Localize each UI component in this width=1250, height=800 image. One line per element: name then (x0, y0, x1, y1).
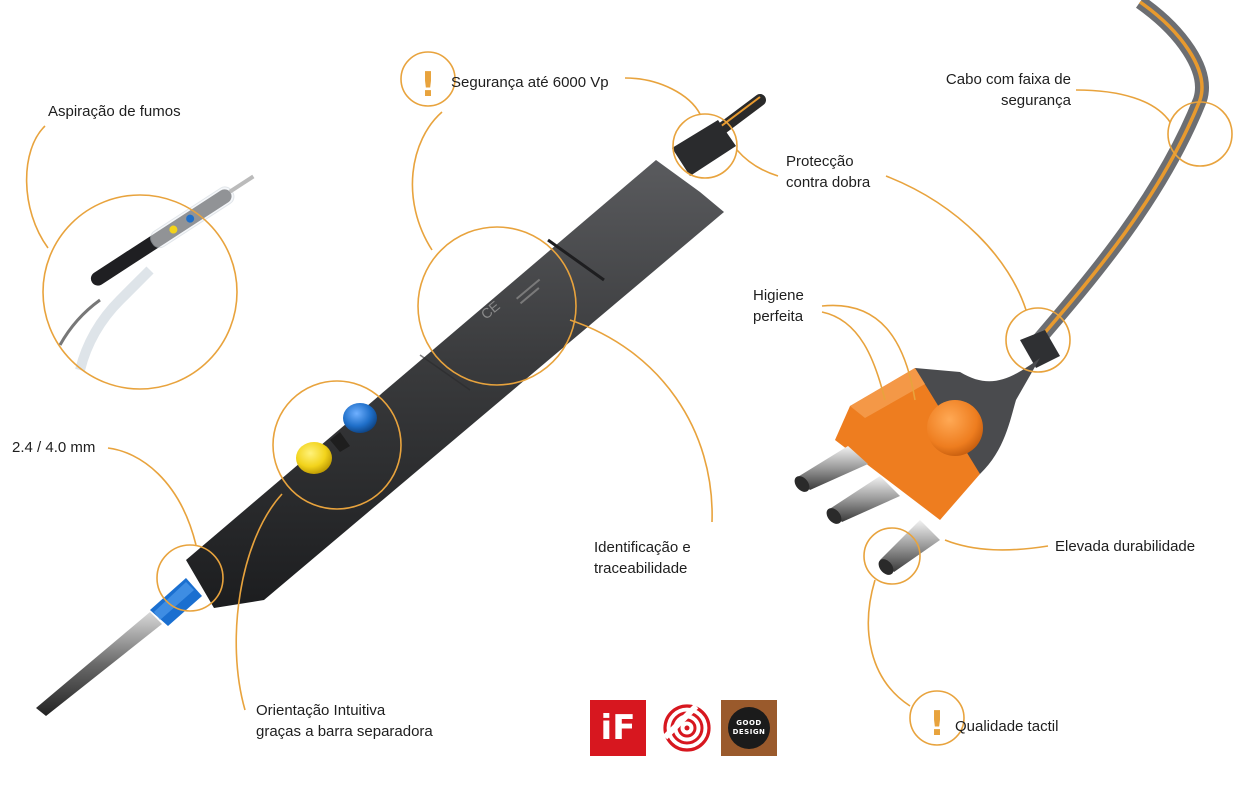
if-logo-text: iF (600, 708, 636, 748)
leader-identification (569, 319, 713, 523)
callout-circle-strain-relief (672, 113, 738, 179)
label-kink-protection-line2: contra dobra (786, 174, 871, 191)
label-cable-line1: Cabo com faixa de (945, 71, 1071, 88)
leader-orientation (235, 493, 283, 711)
label-orientation-line1: Orientação Intuitiva (256, 702, 386, 719)
leader-hygiene-a (821, 311, 886, 401)
good-design-award-logo: GOOD DESIGN (721, 700, 777, 756)
callout-circle-identification (417, 226, 577, 386)
warning-circle-safety (400, 51, 456, 107)
label-durability: Elevada durabilidade (1055, 538, 1196, 555)
label-hygiene: Higiene perfeita (753, 285, 804, 327)
warning-icon: ! (420, 65, 436, 105)
connector-plug (794, 330, 1060, 575)
leader-kink-plug (885, 175, 1027, 311)
callout-circle-tactile (863, 527, 921, 585)
red-dot-award-logo (662, 703, 711, 752)
leader-safety-top (624, 77, 701, 115)
label-orientation-line2: graças a barra separadora (256, 723, 433, 740)
label-tactile-quality: Qualidade tactil (955, 718, 1059, 735)
label-safety-voltage: Segurança até 6000 Vp (451, 74, 609, 91)
callout-circle-smoke (42, 194, 238, 390)
label-kink-protection: Protecção contra dobra (786, 151, 870, 193)
label-hygiene-line2: perfeita (753, 308, 804, 325)
leader-safety (411, 111, 443, 251)
warning-icon: ! (929, 704, 945, 744)
good-design-line2: DESIGN (732, 728, 766, 736)
leader-diameter (107, 447, 197, 546)
yellow-cut-button (296, 442, 332, 474)
warning-circle-tactile (909, 690, 965, 746)
label-identification-line1: Identificação e (594, 539, 691, 556)
label-cable-line2: segurança (1000, 92, 1071, 109)
callout-circle-cable (1167, 101, 1233, 167)
leader-hygiene-b (821, 304, 916, 401)
label-identification-line2: traceabilidade (594, 560, 688, 577)
leader-kink (736, 149, 779, 177)
callouts (25, 51, 1233, 746)
label-orientation: Orientação Intuitiva graças a barra sepa… (256, 700, 433, 742)
good-design-badge: GOOD DESIGN (728, 707, 770, 749)
label-identification: Identificação e traceabilidade (594, 537, 691, 579)
if-design-award-logo: iF (590, 700, 646, 756)
main-pencil: CE (36, 94, 766, 716)
callout-circle-diameter (156, 544, 224, 612)
leader-cable (1075, 89, 1171, 123)
leader-tactile (867, 579, 911, 707)
label-hygiene-line1: Higiene (753, 287, 804, 304)
blue-coag-button (343, 403, 377, 433)
smoke-pencil-inset (58, 174, 255, 372)
connector-cable (1024, 0, 1209, 355)
label-smoke-aspiration: Aspiração de fumos (48, 103, 181, 120)
callout-circle-plug-kink (1005, 307, 1071, 373)
callout-circle-buttons (272, 380, 402, 510)
leader-smoke (25, 125, 49, 249)
label-diameter: 2.4 / 4.0 mm (12, 439, 96, 456)
leader-durability (944, 539, 1049, 551)
label-kink-protection-line1: Protecção (786, 153, 854, 170)
good-design-line1: GOOD (736, 719, 762, 727)
label-cable-safety-stripe: Cabo com faixa de segurança (930, 69, 1071, 111)
connector-pins (794, 446, 940, 575)
